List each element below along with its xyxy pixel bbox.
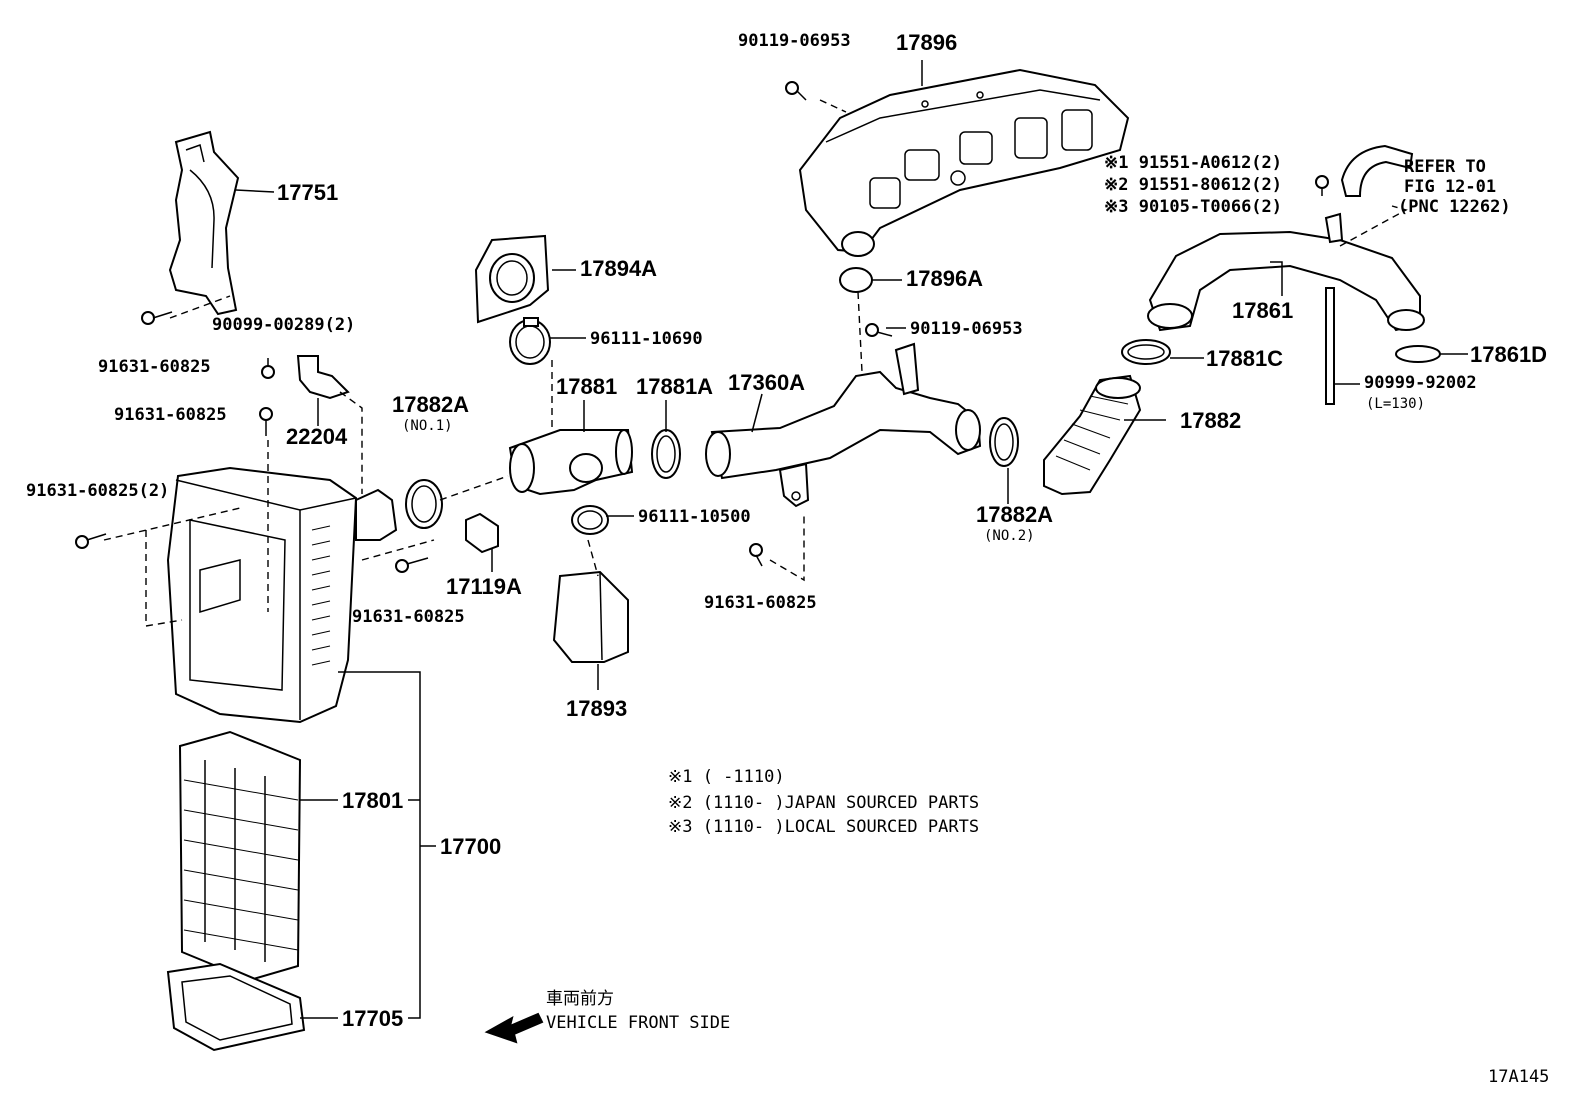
callout-17882A-no2-sub: (NO.2) <box>984 528 1035 544</box>
part-17882-bellows <box>1043 374 1142 496</box>
part-17881C <box>1121 339 1171 365</box>
callout-17896: 17896 <box>896 30 957 55</box>
callout-17360A: 17360A <box>728 370 805 395</box>
callout-90999-92002-sub: (L=130) <box>1366 396 1425 412</box>
part-17882A-no1 <box>405 479 443 529</box>
callout-17894A: 17894A <box>580 256 657 281</box>
callout-17700: 17700 <box>440 834 501 859</box>
part-90999-92002-rod <box>1325 287 1335 405</box>
refer-line-3: (PNC 12262) <box>1398 197 1511 217</box>
callout-91631-60825-b: 91631-60825 <box>114 405 227 425</box>
part-17896A <box>839 267 873 293</box>
diagram-id: 17A145 <box>1488 1067 1549 1087</box>
legend: ※1 ( -1110) ※2 (1110- )JAPAN SOURCED PAR… <box>668 767 979 837</box>
callout-17882A-no1-sub: (NO.1) <box>402 418 453 434</box>
dashed-guides <box>103 99 1408 627</box>
part-ref-hose <box>1340 144 1414 197</box>
callout-17882A-no2: 17882A <box>976 502 1053 527</box>
part-17119A <box>465 512 499 554</box>
callout-90099-00289: 90099-00289(2) <box>212 315 355 335</box>
callout-17882A-no1: 17882A <box>392 392 469 417</box>
callout-90119-06953-top: 90119-06953 <box>738 31 851 51</box>
callout-17861D: 17861D <box>1470 342 1547 367</box>
part-17751-duct <box>168 130 240 316</box>
direction-label: 車両前方 VEHICLE FRONT SIDE <box>546 989 730 1033</box>
front-arrow-icon <box>484 1012 544 1044</box>
callout-17893: 17893 <box>566 696 627 721</box>
callout-91631-60825-a: 91631-60825 <box>98 357 211 377</box>
screw-icons <box>75 81 1329 573</box>
bolt-notes: ※1 91551-A0612(2) ※2 91551-80612(2) ※3 9… <box>1104 153 1511 217</box>
legend-line-2: ※2 (1110- )JAPAN SOURCED PARTS <box>668 793 979 813</box>
callout-96111-10500: 96111-10500 <box>638 507 751 527</box>
legend-line-3: ※3 (1110- )LOCAL SOURCED PARTS <box>668 817 979 837</box>
refer-line-2: FIG 12-01 <box>1404 177 1496 197</box>
part-17861-pipe <box>1147 212 1425 332</box>
callout-91631-60825-2: 91631-60825(2) <box>26 481 169 501</box>
direction-jp: 車両前方 <box>546 989 614 1009</box>
note-1: ※1 91551-A0612(2) <box>1104 153 1282 173</box>
callout-labels: 90119-06953 17896 17751 90099-00289(2) 9… <box>26 30 1547 1031</box>
part-17705-case <box>166 962 306 1052</box>
part-17700-air-cleaner <box>166 466 398 724</box>
callout-17751: 17751 <box>277 180 338 205</box>
part-17894A <box>474 234 550 324</box>
part-clamp-96111-10690 <box>509 317 551 365</box>
part-17801-filter <box>178 730 302 982</box>
part-17861D <box>1395 345 1441 363</box>
ribs <box>311 525 331 666</box>
part-clamp-96111-10500 <box>571 505 609 535</box>
callout-17801: 17801 <box>342 788 403 813</box>
note-2: ※2 91551-80612(2) <box>1104 175 1282 195</box>
callout-90999-92002: 90999-92002 <box>1364 373 1477 393</box>
refer-line-1: REFER TO <box>1404 157 1486 177</box>
callout-90119-06953-mid: 90119-06953 <box>910 319 1023 339</box>
legend-line-1: ※1 ( -1110) <box>668 767 785 787</box>
callout-96111-10690: 96111-10690 <box>590 329 703 349</box>
part-22204-sensor <box>296 355 350 400</box>
part-17360A-pipe <box>705 342 982 508</box>
part-17896-cover <box>798 68 1130 257</box>
callout-22204: 22204 <box>286 424 348 449</box>
callout-17882: 17882 <box>1180 408 1241 433</box>
callout-17881C: 17881C <box>1206 346 1283 371</box>
callout-17705: 17705 <box>342 1006 403 1031</box>
callout-17881: 17881 <box>556 374 617 399</box>
part-17881-hose <box>508 429 634 496</box>
callout-17896A: 17896A <box>906 266 983 291</box>
callout-17861: 17861 <box>1232 298 1293 323</box>
direction-en: VEHICLE FRONT SIDE <box>546 1013 730 1033</box>
part-17893-duct <box>552 570 629 663</box>
note-3: ※3 90105-T0066(2) <box>1104 197 1282 217</box>
callout-91631-60825-c: 91631-60825 <box>352 607 465 627</box>
part-17881A <box>651 429 681 479</box>
callout-17881A: 17881A <box>636 374 713 399</box>
leader-lines <box>235 60 1468 1019</box>
callout-17119A: 17119A <box>446 574 522 599</box>
part-17882A-no2 <box>989 417 1019 467</box>
callout-91631-60825-d: 91631-60825 <box>704 593 817 613</box>
